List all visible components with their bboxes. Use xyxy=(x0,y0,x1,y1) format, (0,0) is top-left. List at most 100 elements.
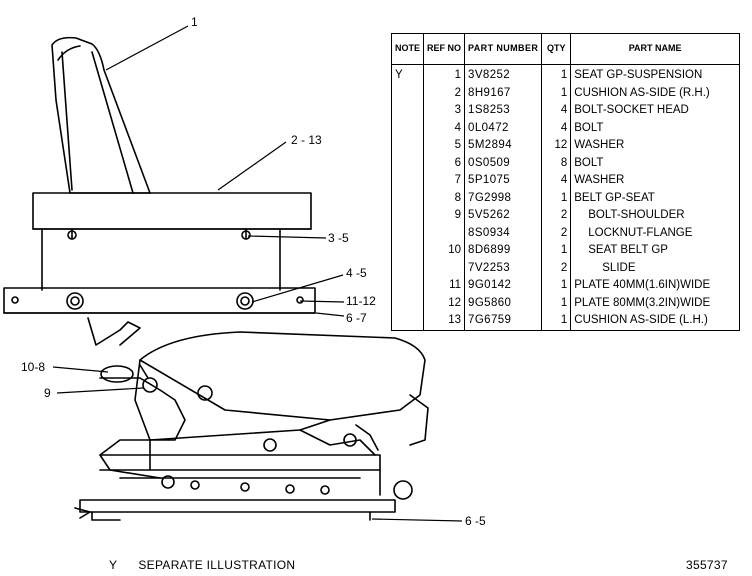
callout-9: 9 xyxy=(44,386,51,400)
cell-part-number: 8H9167 xyxy=(464,84,543,102)
cell-ref-no: 3 xyxy=(423,102,466,120)
callout-10-8: 10-8 xyxy=(21,360,45,374)
cell-note xyxy=(390,189,425,207)
cell-qty: 4 xyxy=(541,172,572,190)
cell-qty: 8 xyxy=(541,154,572,172)
cell-part-number: 8D6899 xyxy=(464,242,543,260)
cell-qty: 1 xyxy=(541,277,572,295)
cell-part-name: BOLT-SOCKET HEAD xyxy=(570,102,740,120)
cell-part-number: 8S0934 xyxy=(464,224,543,242)
cell-ref-no xyxy=(423,259,466,277)
cell-part-name: WASHER xyxy=(570,172,740,190)
leader-line-6-5 xyxy=(371,518,463,522)
cell-part-number: 5P1075 xyxy=(464,172,543,190)
cell-ref-no: 4 xyxy=(423,119,466,137)
mounting-plate xyxy=(3,287,316,314)
cell-qty: 4 xyxy=(541,102,572,120)
cell-part-name: BOLT-SHOULDER xyxy=(570,207,740,225)
cell-part-name: SLIDE xyxy=(570,259,740,277)
seat-belt xyxy=(99,364,186,479)
cell-qty: 1 xyxy=(541,312,572,331)
cell-qty: 2 xyxy=(541,259,572,277)
cell-note xyxy=(390,277,425,295)
header-part-number: PART NUMBER xyxy=(464,33,543,65)
cell-part-name: CUSHION AS-SIDE (L.H.) xyxy=(570,312,740,331)
footer-note-text: SEPARATE ILLUSTRATION xyxy=(138,558,296,572)
leader-line-4-5 xyxy=(251,274,344,303)
cell-part-number: 7V2253 xyxy=(464,259,543,277)
cell-ref-no: 10 xyxy=(423,242,466,260)
footer-note-key: Y xyxy=(109,558,118,572)
cell-part-number: 9G0142 xyxy=(464,277,543,295)
cell-part-name: PLATE 80MM(3.2IN)WIDE xyxy=(570,294,740,312)
cell-note xyxy=(390,294,425,312)
cell-part-name: PLATE 40MM(1.6IN)WIDE xyxy=(570,277,740,295)
header-part-name: PART NAME xyxy=(570,33,740,65)
leader-line-6-7 xyxy=(315,312,345,317)
leader-line-9 xyxy=(56,387,144,394)
cell-qty: 2 xyxy=(541,224,572,242)
cell-qty: 2 xyxy=(541,207,572,225)
footer-note: Y SEPARATE ILLUSTRATION xyxy=(109,558,295,572)
cell-ref-no: 13 xyxy=(423,312,466,331)
slide-rail xyxy=(74,480,413,521)
cell-note xyxy=(390,242,425,260)
cell-note xyxy=(390,137,425,155)
leader-line-11-12 xyxy=(299,300,345,303)
cell-part-name: SEAT GP-SUSPENSION xyxy=(570,64,740,85)
callout-11-12: 11-12 xyxy=(346,294,376,308)
cell-note xyxy=(390,84,425,102)
cell-ref-no: 8 xyxy=(423,189,466,207)
leader-line-3-5 xyxy=(247,235,327,239)
cell-part-number: 3V8252 xyxy=(464,64,543,85)
cell-part-name: BOLT xyxy=(570,119,740,137)
cell-part-number: 5M2894 xyxy=(464,137,543,155)
header-qty: QTY xyxy=(541,33,572,65)
cell-note xyxy=(390,102,425,120)
callout-4-5: 4 -5 xyxy=(346,266,367,280)
cell-qty: 1 xyxy=(541,84,572,102)
callout-6-5: 6 -5 xyxy=(465,514,486,528)
cell-ref-no: 12 xyxy=(423,294,466,312)
cell-part-number: 0L0472 xyxy=(464,119,543,137)
cell-note xyxy=(390,119,425,137)
cell-part-name: CUSHION AS-SIDE (R.H.) xyxy=(570,84,740,102)
cell-note xyxy=(390,207,425,225)
callout-3-5: 3 -5 xyxy=(328,231,349,245)
suspension-body xyxy=(87,317,429,496)
leader-line-1 xyxy=(105,25,189,71)
cell-part-name: SEAT BELT GP xyxy=(570,242,740,260)
cell-note xyxy=(390,172,425,190)
cell-ref-no: 6 xyxy=(423,154,466,172)
cell-ref-no: 2 xyxy=(423,84,466,102)
cell-ref-no xyxy=(423,224,466,242)
callout-6-7: 6 -7 xyxy=(346,311,367,325)
cell-note: Y xyxy=(390,64,425,85)
callout-1: 1 xyxy=(191,15,198,29)
cell-note xyxy=(390,312,425,331)
cell-part-number: 5V5262 xyxy=(464,207,543,225)
cell-part-number: 9G5860 xyxy=(464,294,543,312)
cell-part-number: 7G2998 xyxy=(464,189,543,207)
cell-part-number: 0S0509 xyxy=(464,154,543,172)
side-cushion xyxy=(32,192,312,291)
table-header-row: NOTE REF NO PART NUMBER QTY PART NAME xyxy=(390,33,740,65)
cell-qty: 1 xyxy=(541,242,572,260)
cell-ref-no: 11 xyxy=(423,277,466,295)
cell-part-number: 1S8253 xyxy=(464,102,543,120)
cell-ref-no: 1 xyxy=(423,64,466,85)
cell-qty: 12 xyxy=(541,137,572,155)
